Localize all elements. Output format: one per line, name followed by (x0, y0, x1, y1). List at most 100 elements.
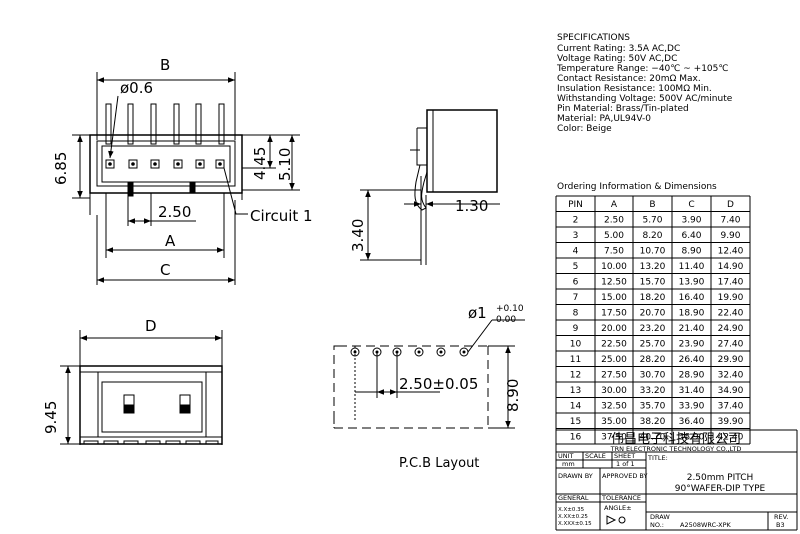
pitch-label: 2.50 (158, 203, 191, 221)
dimension-labels: B ø0.6 6.85 4.45 5.10 2.50 Circuit 1 A C… (42, 56, 524, 471)
pcb-height-label: 8.90 (504, 379, 522, 412)
table-cell: 15.00 (601, 293, 627, 303)
title-line-2: 90°WAFER-DIP TYPE (675, 484, 766, 494)
table-cell: 35.70 (640, 401, 666, 411)
table-cell: 32.40 (718, 370, 744, 380)
table-cell: 27.40 (718, 339, 744, 349)
table-cell: 4 (573, 246, 579, 256)
specifications: SPECIFICATIONS Current Rating: 3.5A AC,D… (556, 33, 733, 192)
title-label: TITLE: (647, 454, 668, 462)
table-cell: 25.00 (601, 355, 627, 365)
table-cell: 8 (573, 308, 579, 318)
table-cell: 31.40 (679, 386, 705, 396)
ordering-title: Ordering Information & Dimensions (557, 182, 717, 192)
side-height-label: 3.40 (349, 219, 367, 252)
tolerance-2: X.XX±0.25 (558, 514, 588, 520)
table-cell: 5.00 (604, 231, 624, 241)
table-cell: 34.90 (718, 386, 744, 396)
general-label: GENERAL (558, 494, 589, 502)
pcb-pitch-label: 2.50±0.05 (399, 375, 478, 393)
table-cell: 20.00 (601, 324, 627, 334)
table-cell: 7.50 (604, 246, 624, 256)
spec-title: SPECIFICATIONS (557, 33, 630, 43)
table-cell: 5 (573, 262, 579, 272)
table-cell: 29.90 (718, 355, 744, 365)
table-cell: 13.90 (679, 277, 705, 287)
table-cell: 30.70 (640, 370, 666, 380)
unit-label: UNIT (558, 452, 574, 460)
table-cell: 15.70 (640, 277, 666, 287)
tolerance-label: TOLERANCE (601, 494, 641, 502)
dim-b-label: B (160, 56, 170, 74)
pcb-holes (350, 347, 469, 357)
table-cell: 6 (573, 277, 579, 287)
pin-holes-top (105, 159, 225, 169)
table-cell: 5.70 (642, 215, 662, 225)
hole-diameter-label: ø1 (468, 304, 487, 322)
table-header-cell: C (688, 200, 694, 210)
side-width-label: 1.30 (455, 197, 488, 215)
title-block-text: 伟昌电子科技有限公司 TRN ELECTRONIC TECHNOLOGY CO.… (558, 432, 788, 529)
table-cell: 2.50 (604, 215, 624, 225)
side-view (360, 109, 500, 265)
table-cell: 30.00 (601, 386, 627, 396)
table-header-cell: A (611, 200, 618, 210)
table-cell: 18.20 (640, 293, 666, 303)
table-cell: 26.40 (679, 355, 705, 365)
spec-line: Color: Beige (557, 124, 612, 134)
spec-line: Pin Material: Brass/Tin-plated (557, 104, 689, 114)
no-label: NO.: (650, 521, 664, 529)
table-header-cell: B (649, 200, 655, 210)
table-cell: 38.90 (679, 432, 705, 442)
table-cell: 32.50 (601, 401, 627, 411)
table-cell: 35.00 (601, 417, 627, 427)
table-cell: 15 (570, 417, 581, 427)
spec-line: Voltage Rating: 50V AC,DC (557, 54, 677, 64)
table-cell: 3 (573, 231, 579, 241)
table-cell: 3.90 (681, 215, 701, 225)
table-cell: 40.70 (640, 432, 666, 442)
table-cell: 14 (570, 401, 582, 411)
drawn-by-label: DRAWN BY (558, 472, 593, 480)
table-cell: 7.40 (720, 215, 740, 225)
table-cell: 9.90 (720, 231, 740, 241)
table-cell: 24.90 (718, 324, 744, 334)
table-cell: 17.40 (718, 277, 744, 287)
top-view (72, 72, 300, 285)
pcb-layout (333, 319, 525, 429)
spec-line: Contact Resistance: 20mΩ Max. (557, 74, 701, 84)
table-cell: 38.20 (640, 417, 666, 427)
pcb-layout-title: P.C.B Layout (399, 456, 479, 471)
spec-line: Material: PA,UL94V-0 (557, 114, 651, 124)
angle-label: ANGLE± (604, 504, 632, 512)
tolerance-3: X.XXX±0.15 (558, 521, 592, 527)
table-cell: 21.40 (679, 324, 705, 334)
table-cell: 16 (570, 432, 582, 442)
title-block (555, 429, 798, 531)
table-cell: 8.20 (642, 231, 662, 241)
pin-diameter-label: ø0.6 (120, 79, 153, 97)
table-header-cell: D (727, 200, 734, 210)
spec-line: Insulation Resistance: 100MΩ Min. (557, 84, 712, 94)
table-cell: 10.70 (640, 246, 666, 256)
rev-value: B3 (776, 521, 785, 529)
approved-by-label: APPROVED BY (602, 472, 648, 480)
table-cell: 37.40 (718, 401, 744, 411)
sheet-label: SHEET (614, 452, 635, 460)
table-cell: 33.20 (640, 386, 666, 396)
drawing-number: A2508WRC-XPK (680, 521, 732, 529)
table-cell: 19.90 (718, 293, 744, 303)
dim-d-label: D (145, 317, 157, 335)
height-510-label: 5.10 (276, 148, 294, 181)
tolerance-1: X.X±0.35 (558, 507, 585, 513)
table-cell: 9 (573, 324, 579, 334)
height-685-label: 6.85 (52, 152, 70, 185)
table-cell: 18.90 (679, 308, 705, 318)
spec-line: Temperature Range: −40℃ ~ +105℃ (556, 64, 728, 74)
table-header-cell: PIN (568, 200, 583, 210)
hole-tol-minus: 0.00 (496, 315, 516, 325)
front-view (60, 330, 223, 445)
table-cell: 22.40 (718, 308, 744, 318)
front-height-label: 9.45 (42, 401, 60, 434)
